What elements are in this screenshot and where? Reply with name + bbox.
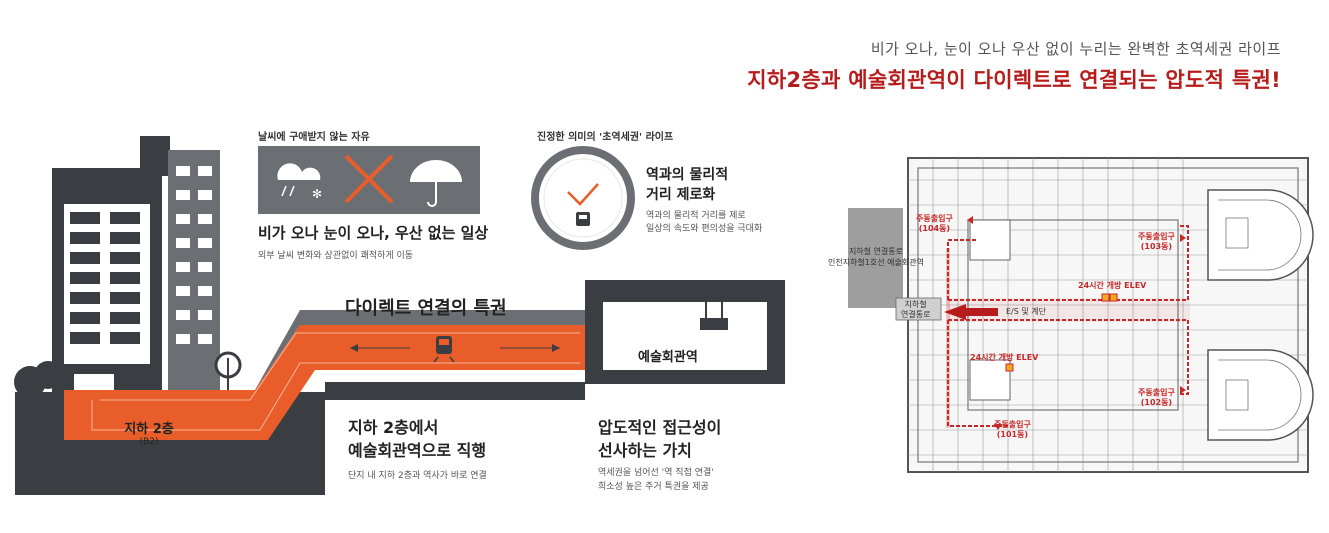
map-entrance-103-line1: 주동출입구 <box>1138 232 1175 241</box>
map-subway-label: 지하철 연결통로 인천지하철1호선 예술회관역 <box>828 246 924 268</box>
header-subtitle: 비가 오나, 눈이 오나 우산 없이 누리는 완벽한 초역세권 라이프 <box>870 40 1281 58</box>
distance-desc-line1: 역과의 물리적 거리를 제로 <box>646 211 746 221</box>
b2-label-sub: (B2) <box>139 437 159 447</box>
map-elev-bottom-label: 24시간 개방 ELEV <box>970 353 1039 362</box>
map-entrance-101-line1: 주동출입구 <box>994 420 1031 429</box>
b2-section-title: 지하 2층에서 예술회관역으로 직행 <box>348 416 486 462</box>
underground-strip <box>325 382 585 400</box>
umbrella-icon <box>410 160 462 207</box>
map-entrance-104-line2: (104동) <box>918 224 951 233</box>
distance-desc-line2: 일상의 속도와 편의성을 극대화 <box>646 224 763 234</box>
weather-title: 비가 오나 눈이 오나, 우산 없는 일상 <box>258 224 489 242</box>
red-route <box>947 225 1189 427</box>
direct-connection-title: 다이렉트 연결의 특권 <box>345 298 507 319</box>
building-103-wing <box>1207 189 1314 281</box>
entrance-103-marker <box>1180 234 1186 242</box>
distance-title-line1: 역과의 물리적 <box>646 167 729 183</box>
value-section-title-line2: 선사하는 가치 <box>598 441 692 460</box>
map-subway-box-line1: 지하철 <box>904 300 927 309</box>
header-title: 지하2층과 예술회관역이 다이렉트로 연결되는 압도적 특권! <box>747 68 1281 92</box>
map-entrance-102: 주동출입구 (102동) <box>1138 388 1175 408</box>
value-section-desc-line2: 희소성 높은 주거 특권을 제공 <box>598 482 709 492</box>
map-subway-box-label: 지하철 연결통로 <box>901 300 930 320</box>
subway-connection-box <box>895 297 942 321</box>
building-102-wing <box>1207 349 1314 441</box>
distance-desc: 역과의 물리적 거리를 제로 일상의 속도와 편의성을 극대화 <box>646 210 762 236</box>
map-subway-line2: 인천지하철1호선 예술회관역 <box>828 258 924 267</box>
map-subway-box-line2: 연결통로 <box>901 310 931 319</box>
weather-desc: 외부 날씨 변화와 상관없이 쾌적하게 이동 <box>258 251 414 261</box>
entrance-101-marker <box>994 424 1002 430</box>
b2-tunnel <box>64 325 585 440</box>
elev-bottom-icon <box>1005 363 1014 372</box>
elev-top-icon <box>1101 293 1110 302</box>
map-entrance-101: 주동출입구 (101동) <box>994 420 1031 440</box>
entrance-102-marker <box>1180 386 1186 394</box>
floor-plan-map <box>848 150 1323 480</box>
value-section-desc: 역세권을 넘어선 '역 직접 연결' 희소성 높은 주거 특권을 제공 <box>598 466 714 494</box>
train-icon <box>433 336 455 363</box>
map-entrance-101-line2: (101동) <box>996 430 1029 439</box>
map-elev-top-label: 24시간 개방 ELEV <box>1078 281 1147 290</box>
weather-heading: 날씨에 구애받지 않는 자유 <box>258 132 370 143</box>
cross-icon <box>344 154 394 204</box>
distance-title: 역과의 물리적 거리 제로화 <box>646 165 728 205</box>
b2-label-main: 지하 2층 <box>124 422 174 437</box>
map-es-label: E/S 및 계단 <box>1006 307 1046 316</box>
station-label: 예술회관역 <box>638 350 698 365</box>
station-sign <box>700 318 728 330</box>
map-entrance-102-line2: (102동) <box>1140 398 1173 407</box>
clock-train-icon <box>531 146 635 250</box>
map-entrance-103: 주동출입구 (103동) <box>1138 232 1175 252</box>
cloud-rain-snow-icon: ✻ <box>277 163 322 201</box>
apartment-building-gray <box>168 150 220 395</box>
distance-title-line2: 거리 제로화 <box>646 187 716 203</box>
station-roof <box>585 280 785 302</box>
value-section-title: 압도적인 접근성이 선사하는 가치 <box>598 416 721 462</box>
entry-arrow-icon <box>944 304 998 320</box>
entrance-104-marker <box>967 216 973 224</box>
b2-label: 지하 2층 (B2) <box>114 418 184 447</box>
subway-block <box>848 208 903 308</box>
map-entrance-104-line1: 주동출입구 <box>916 214 953 223</box>
value-section-title-line1: 압도적인 접근성이 <box>598 418 722 437</box>
svg-text:✻: ✻ <box>312 187 322 201</box>
b2-section-desc: 단지 내 지하 2층과 역사가 바로 연결 <box>348 471 487 481</box>
map-entrance-103-line2: (103동) <box>1140 242 1173 251</box>
b2-section-title-line2: 예술회관역으로 직행 <box>348 441 487 460</box>
b2-section-title-line1: 지하 2층에서 <box>348 418 439 437</box>
map-entrance-104: 주동출입구 (104동) <box>916 214 953 234</box>
distance-heading: 진정한 의미의 '초역세권' 라이프 <box>537 132 674 143</box>
direct-connection-diagram: ✻ <box>14 136 785 495</box>
map-entrance-102-line1: 주동출입구 <box>1138 388 1175 397</box>
map-subway-line1: 지하철 연결통로 <box>848 247 903 256</box>
value-section-desc-line1: 역세권을 넘어선 '역 직접 연결' <box>598 468 714 478</box>
